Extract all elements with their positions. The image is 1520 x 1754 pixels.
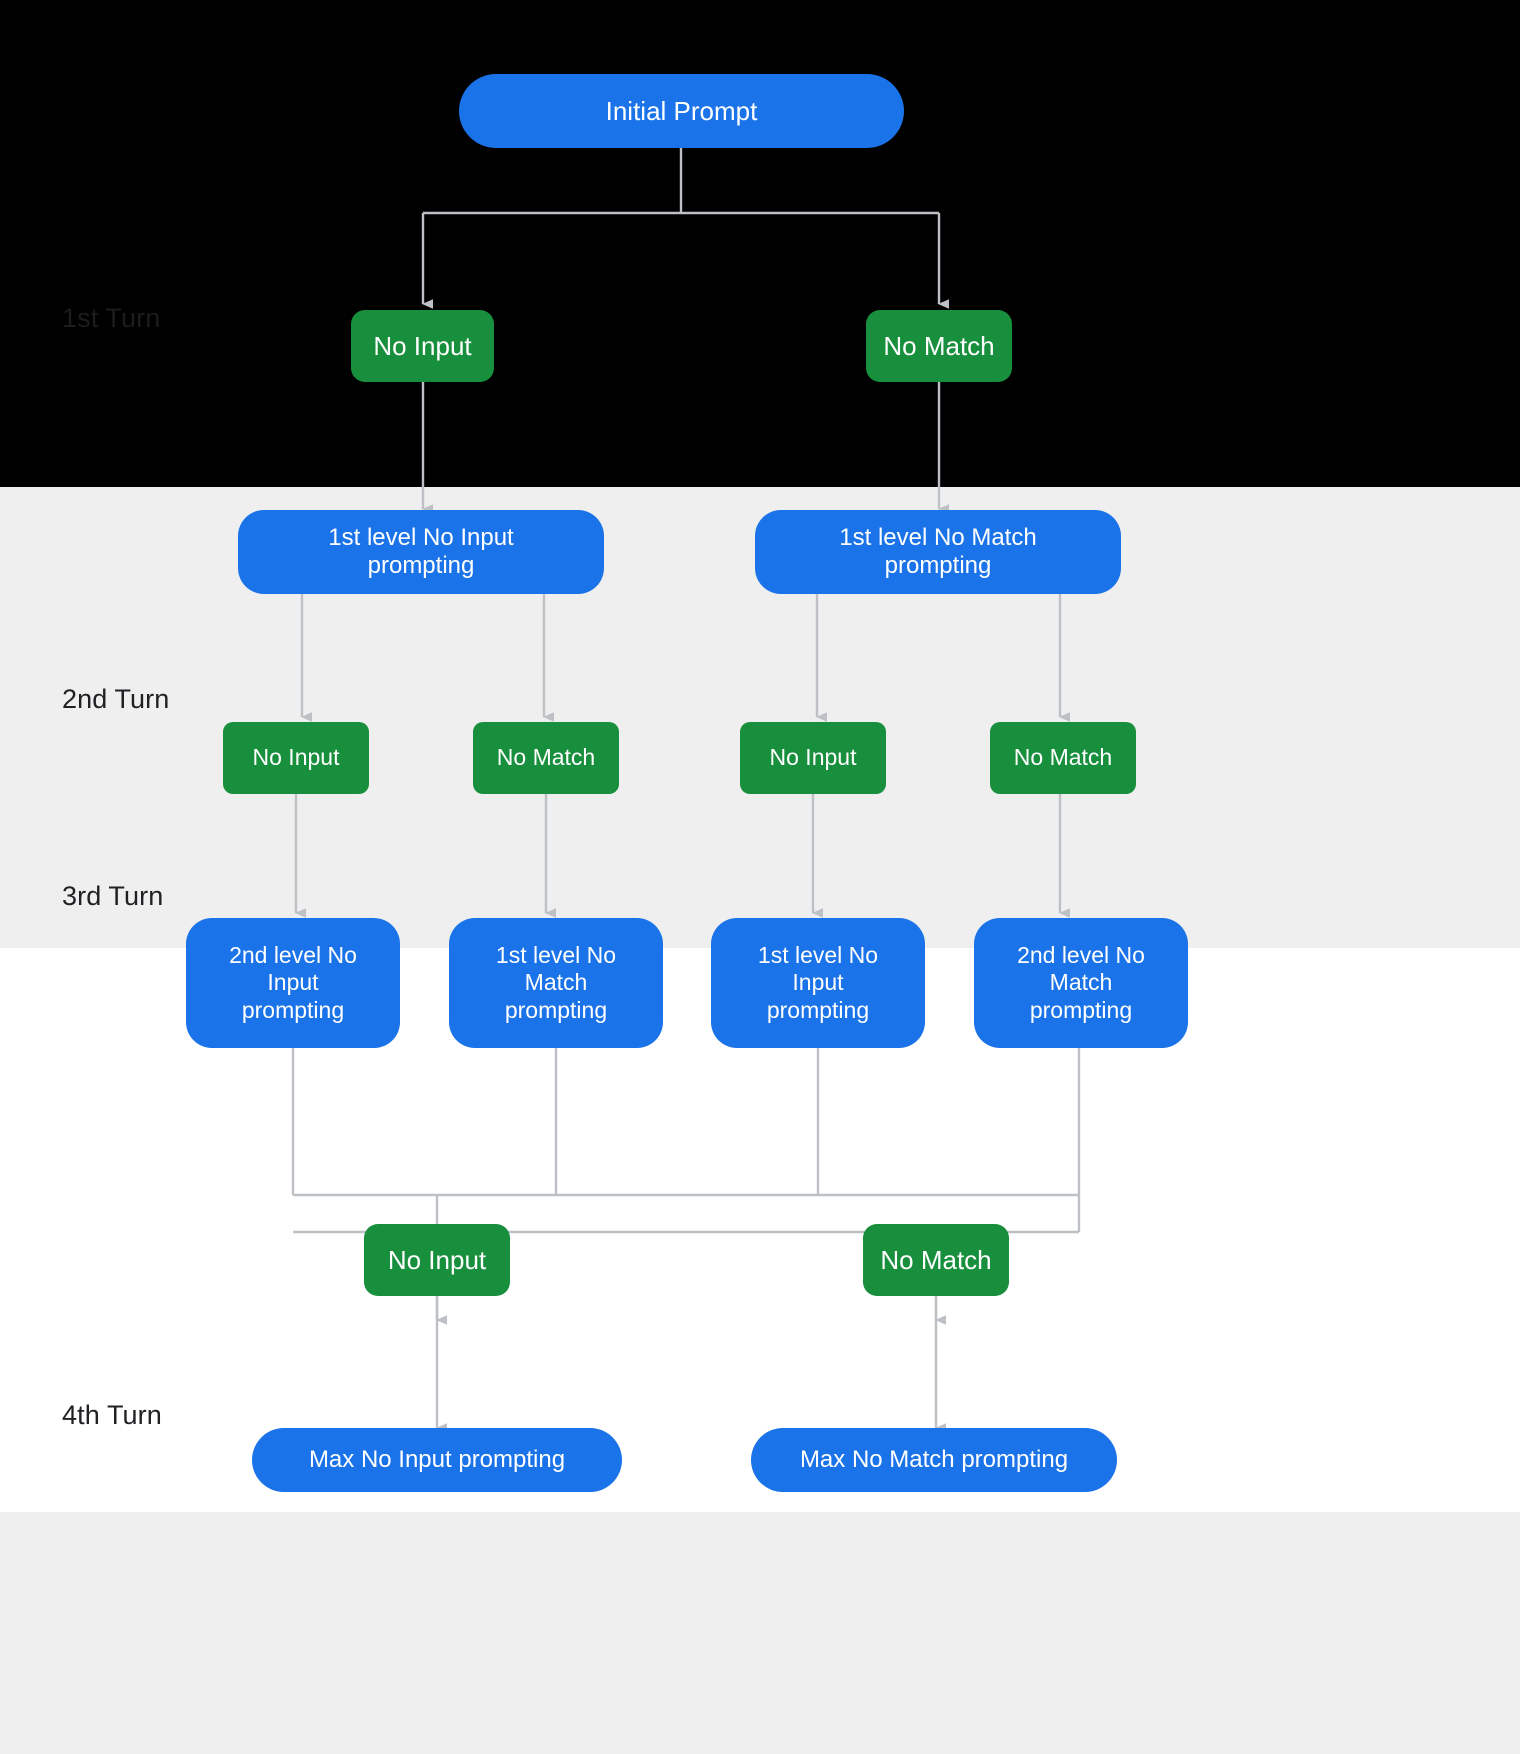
node-initial-prompt[interactable]: Initial Prompt [459, 74, 904, 148]
node-1st-level-no-match-prompting[interactable]: 1st level No Match prompting [755, 510, 1121, 594]
node-1st-level-no-input-prompting[interactable]: 1st level No Input prompting [238, 510, 604, 594]
node-1st-level-no-input-prompting-turn3[interactable]: 1st level No Input prompting [711, 918, 925, 1048]
lane-background-4th-turn [0, 1512, 1520, 1754]
node-turn2-no-input-right[interactable]: No Input [740, 722, 886, 794]
lane-label-1st-turn: 1st Turn [62, 303, 161, 333]
node-max-no-input-prompting[interactable]: Max No Input prompting [252, 1428, 622, 1492]
node-turn2-no-match-left[interactable]: No Match [473, 722, 619, 794]
lane-label-2nd-turn: 2nd Turn [62, 684, 170, 714]
node-turn2-no-input-left[interactable]: No Input [223, 722, 369, 794]
node-turn3-no-input[interactable]: No Input [364, 1224, 510, 1296]
node-2nd-level-no-match-prompting[interactable]: 2nd level No Match prompting [974, 918, 1188, 1048]
node-max-no-match-prompting[interactable]: Max No Match prompting [751, 1428, 1117, 1492]
lane-label-3rd-turn: 3rd Turn [62, 881, 164, 911]
node-turn3-no-match[interactable]: No Match [863, 1224, 1009, 1296]
node-turn2-no-match-right[interactable]: No Match [990, 722, 1136, 794]
node-2nd-level-no-input-prompting[interactable]: 2nd level No Input prompting [186, 918, 400, 1048]
node-turn1-no-input[interactable]: No Input [351, 310, 494, 382]
lane-label-4th-turn: 4th Turn [62, 1400, 162, 1430]
node-turn1-no-match[interactable]: No Match [866, 310, 1012, 382]
node-1st-level-no-match-prompting-turn3[interactable]: 1st level No Match prompting [449, 918, 663, 1048]
